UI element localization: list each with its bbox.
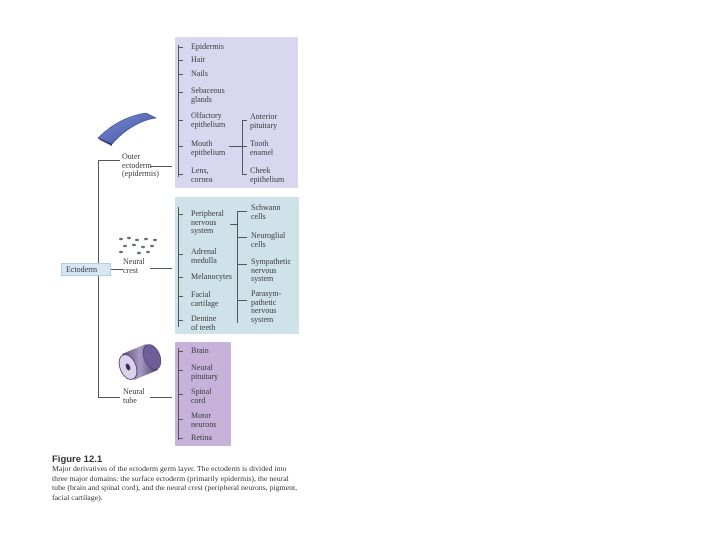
derivative-facial-cartilage: Facial cartilage xyxy=(191,290,219,308)
crest-cell xyxy=(119,237,123,241)
tick xyxy=(178,254,183,255)
tick xyxy=(237,211,247,212)
tick xyxy=(178,214,183,215)
derivative-melanocytes: Melanocytes xyxy=(191,272,232,281)
surface-ectoderm-panel xyxy=(175,37,298,188)
tick xyxy=(178,296,183,297)
tick xyxy=(178,370,183,371)
crest-cell xyxy=(119,250,123,254)
derivative-cheek-epithelium: Cheek epithelium xyxy=(250,166,285,184)
derivative-retina: Retina xyxy=(191,433,212,442)
crest-cell xyxy=(146,250,150,254)
derivative-anterior-pituitary: Anterior pituitary xyxy=(250,112,278,130)
neural-tube-illustration xyxy=(118,344,162,380)
tick xyxy=(178,394,183,395)
tick xyxy=(178,277,183,278)
tube-branch-line xyxy=(98,397,120,398)
outer-to-panel-line xyxy=(150,166,172,167)
tick xyxy=(178,146,183,147)
derivative-sebaceous-glands: Sebaceous glands xyxy=(191,86,225,104)
crest-cell xyxy=(144,237,148,241)
derivative-mouth-epithelium: Mouth epithelium xyxy=(191,139,226,157)
crest-bracket xyxy=(178,207,179,327)
derivative-peripheral-nervous-system: Peripheral nervous system xyxy=(191,209,224,235)
derivative-spinal-cord: Spinal cord xyxy=(191,387,212,405)
derivative-lens-cornea: Lens, cornea xyxy=(191,166,213,184)
derivative-sympathetic-nervous-system: Sympathetic nervous system xyxy=(251,257,291,283)
surface-bracket xyxy=(178,45,179,177)
derivative-adrenal-medulla: Adrenal medulla xyxy=(191,247,217,265)
tick xyxy=(230,224,237,225)
derivative-schwann-cells: Schwann cells xyxy=(251,203,281,221)
domain-label-outer-ectoderm: Outer ectoderm (epidermis) xyxy=(122,152,159,178)
tick xyxy=(178,74,183,75)
crest-cell xyxy=(127,236,131,240)
derivative-tooth-enamel: Tooth enamel xyxy=(250,139,274,157)
tick xyxy=(178,351,183,352)
tick xyxy=(178,47,183,48)
ectoderm-sheet-illustration xyxy=(97,112,157,146)
tick xyxy=(237,237,247,238)
domain-label-neural-tube: Neural tube xyxy=(123,387,145,405)
crest-cell xyxy=(132,243,136,247)
tick xyxy=(178,438,183,439)
derivative-motor-neurons: Motor neurons xyxy=(191,411,217,429)
crest-to-panel-line xyxy=(150,268,172,269)
crest-cell xyxy=(153,238,157,242)
tick xyxy=(229,146,242,147)
outer-branch-line xyxy=(98,160,120,161)
main-trunk-line xyxy=(98,160,99,398)
tick xyxy=(178,320,183,321)
crest-cell xyxy=(135,238,139,242)
derivative-nails: Nails xyxy=(191,69,208,78)
tube-to-panel-line xyxy=(150,397,172,398)
neural-crest-cells-illustration xyxy=(119,236,157,255)
tick xyxy=(178,92,183,93)
surface-secondary-bracket xyxy=(242,120,243,175)
crest-secondary-bracket xyxy=(237,211,238,323)
tick xyxy=(242,174,247,175)
domain-label-neural-crest: Neural crest xyxy=(123,257,145,275)
crest-cell xyxy=(123,244,127,248)
derivative-brain: Brain xyxy=(191,346,209,355)
derivative-neuroglial-cells: Neuroglial cells xyxy=(251,231,286,249)
derivative-olfactory-epithelium: Olfactory epithelium xyxy=(191,111,226,129)
tick xyxy=(178,120,183,121)
tick xyxy=(237,300,247,301)
derivative-neural-pituitary: Neural pituitary xyxy=(191,363,219,381)
tick xyxy=(178,60,183,61)
tick xyxy=(242,120,247,121)
crest-cell xyxy=(141,245,145,249)
derivative-epidermis: Epidermis xyxy=(191,42,224,51)
tick xyxy=(178,174,183,175)
tick xyxy=(237,264,247,265)
tick xyxy=(178,419,183,420)
derivative-dentine-of-teeth: Dentine of teeth xyxy=(191,314,217,332)
ectoderm-label: Ectoderm xyxy=(61,263,111,276)
crest-cell xyxy=(150,244,154,248)
derivative-hair: Hair xyxy=(191,55,206,64)
tick xyxy=(242,146,247,147)
figure-title: Figure 12.1 xyxy=(52,454,103,465)
neural-tube-panel xyxy=(175,342,231,446)
derivative-parasympathetic-nervous-system: Parasym- pathetic nervous system xyxy=(251,289,282,324)
figure-caption: Major derivatives of the ectoderm germ l… xyxy=(52,464,298,502)
crest-cell xyxy=(137,251,141,255)
